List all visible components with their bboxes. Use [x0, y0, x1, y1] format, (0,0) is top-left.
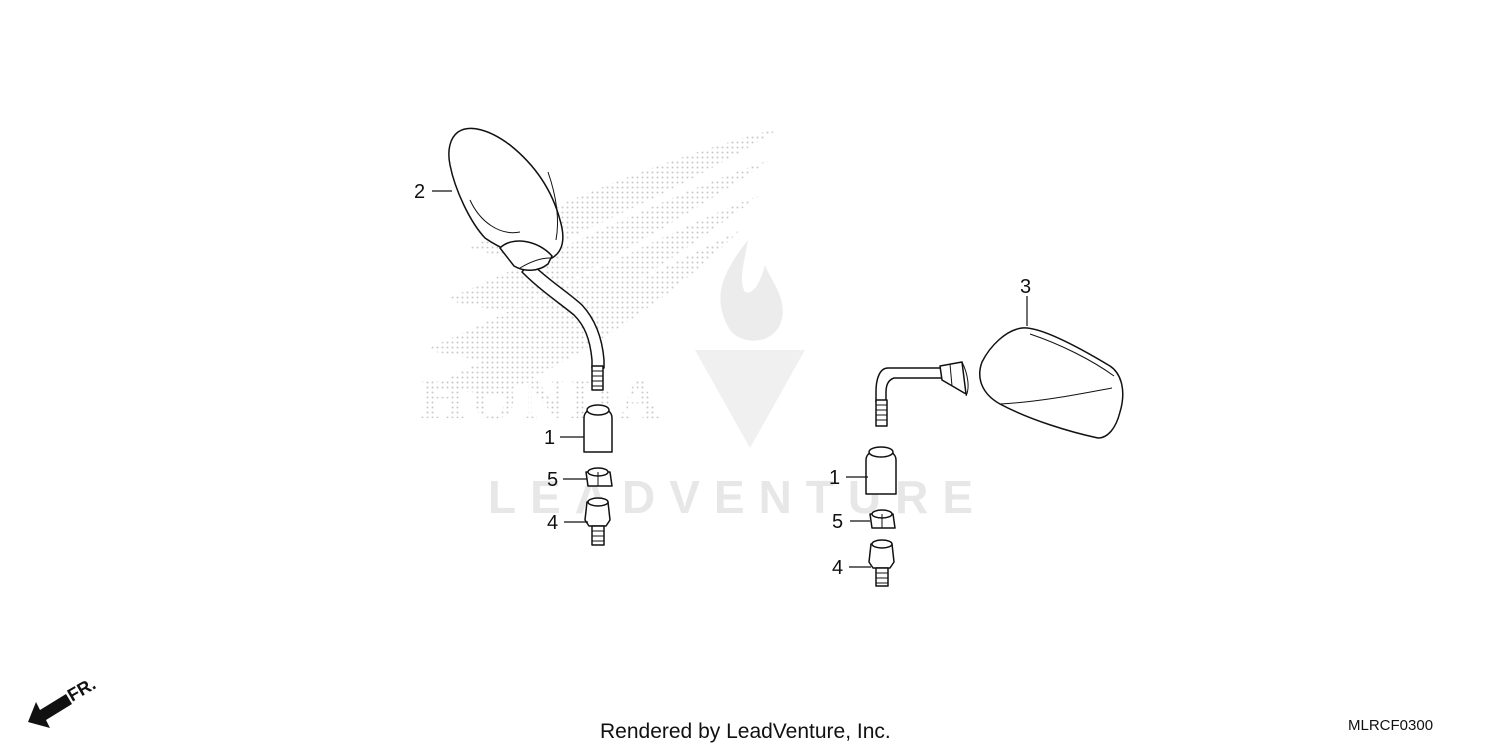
callout-right-mirror: 3 [1020, 276, 1031, 298]
footer-credit: Rendered by LeadVenture, Inc. [600, 720, 891, 743]
left-mirror-boot [499, 240, 553, 271]
front-direction-indicator: FR. [28, 674, 99, 728]
left-adapter-bolt [584, 497, 611, 546]
right-mirror-head [979, 327, 1124, 439]
callout-right-adapter: 4 [832, 557, 843, 579]
right-nut [869, 509, 896, 529]
callout-left-adapter: 4 [547, 512, 558, 534]
leadventure-watermark-text: LEADVENTURE [488, 471, 987, 523]
callout-left-mirror: 2 [414, 181, 425, 203]
left-stem-thread [591, 365, 604, 391]
left-mirror-head [448, 127, 564, 260]
callout-left-cap: 1 [544, 427, 555, 449]
right-mirror-stem [875, 367, 943, 403]
left-nut [585, 467, 613, 487]
left-mirror-assembly: 2 1 5 4 [414, 127, 613, 546]
flame-icon [720, 240, 783, 341]
right-mirror-boot [939, 361, 967, 395]
right-cap [865, 446, 897, 495]
callout-right-nut: 5 [832, 511, 843, 533]
right-adapter-bolt [868, 539, 895, 587]
right-stem-thread [875, 399, 888, 427]
callout-left-nut: 5 [547, 469, 558, 491]
left-cap [583, 404, 613, 453]
v-mark-icon [695, 350, 805, 448]
diagram-code: MLRCF0300 [1348, 717, 1433, 734]
right-mirror-assembly: 3 1 5 4 [829, 276, 1124, 587]
callout-right-cap: 1 [829, 467, 840, 489]
honda-watermark-text: HONDA [420, 366, 666, 431]
front-direction-arrow-icon [28, 694, 72, 728]
